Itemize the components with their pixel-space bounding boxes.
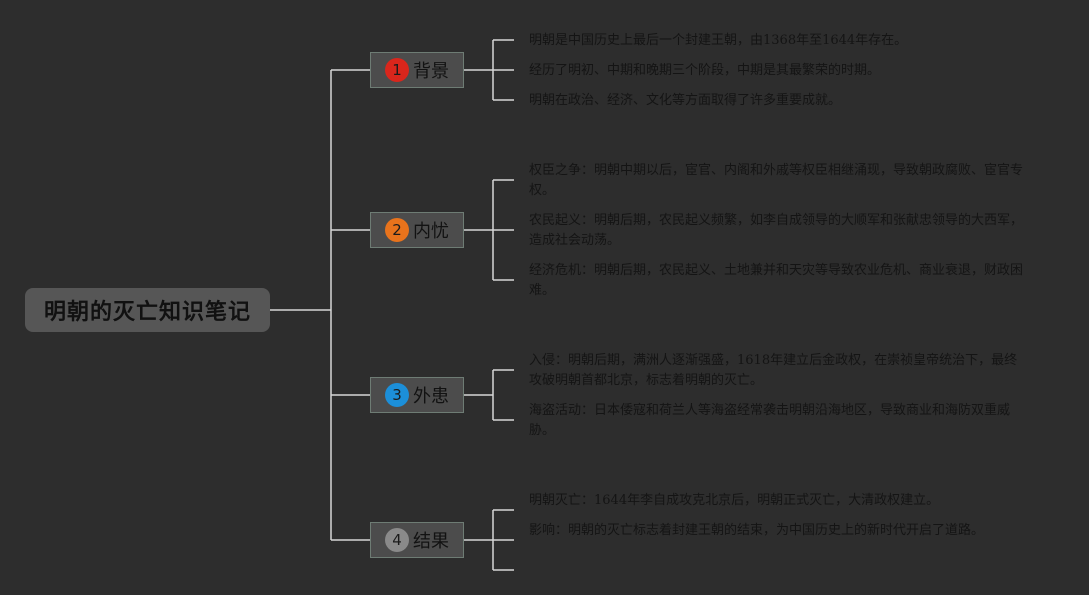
leaf-note[interactable]: 影响：明朝的灭亡标志着封建王朝的结束，为中国历史上的新时代开启了道路。 — [529, 523, 985, 538]
leaf-note[interactable]: 海盗活动：日本倭寇和荷兰人等海盗经常袭击明朝沿海地区，导致商业和海防双重威胁。 — [529, 403, 1011, 438]
branch-label: 背景 — [413, 61, 449, 82]
branch-label: 内忧 — [413, 221, 449, 242]
leaf-note[interactable]: 农民起义：明朝后期，农民起义频繁，如李自成领导的大顺军和张献忠领导的大西军，造成… — [529, 213, 1024, 248]
number-badge-icon: 4 — [385, 528, 409, 552]
branch-internal-troubles[interactable]: 2 内忧 — [370, 212, 464, 248]
number-badge-icon: 2 — [385, 218, 409, 242]
branch-background[interactable]: 1 背景 — [370, 52, 464, 88]
leaf-note[interactable]: 明朝在政治、经济、文化等方面取得了许多重要成就。 — [529, 93, 842, 108]
root-title: 明朝的灭亡知识笔记 — [43, 300, 251, 325]
badge-number: 1 — [392, 61, 402, 79]
leaf-note[interactable]: 经历了明初、中期和晚期三个阶段，中期是其最繁荣的时期。 — [529, 63, 881, 78]
badge-number: 2 — [392, 221, 402, 239]
leaf-note[interactable]: 经济危机：明朝后期，农民起义、土地兼并和天灾等导致农业危机、商业衰退，财政困难。 — [529, 263, 1024, 298]
badge-number: 3 — [392, 386, 402, 404]
branch-outcome[interactable]: 4 结果 — [370, 522, 464, 558]
number-badge-icon: 1 — [385, 58, 409, 82]
leaf-note[interactable]: 明朝是中国历史上最后一个封建王朝，由1368年至1644年存在。 — [529, 33, 908, 48]
branch-label: 结果 — [413, 531, 449, 552]
branch-external-threats[interactable]: 3 外患 — [370, 377, 464, 413]
number-badge-icon: 3 — [385, 383, 409, 407]
root-topic[interactable]: 明朝的灭亡知识笔记 — [25, 288, 270, 332]
badge-number: 4 — [392, 531, 402, 549]
leaf-note[interactable]: 明朝灭亡：1644年李自成攻克北京后，明朝正式灭亡，大清政权建立。 — [529, 493, 940, 508]
leaf-note[interactable]: 权臣之争：明朝中期以后，宦官、内阁和外戚等权臣相继涌现，导致朝政腐败、宦官专权。 — [529, 163, 1024, 198]
branch-label: 外患 — [413, 386, 449, 407]
leaf-note[interactable]: 入侵：明朝后期，满洲人逐渐强盛，1618年建立后金政权，在崇祯皇帝统治下，最终攻… — [529, 353, 1018, 388]
